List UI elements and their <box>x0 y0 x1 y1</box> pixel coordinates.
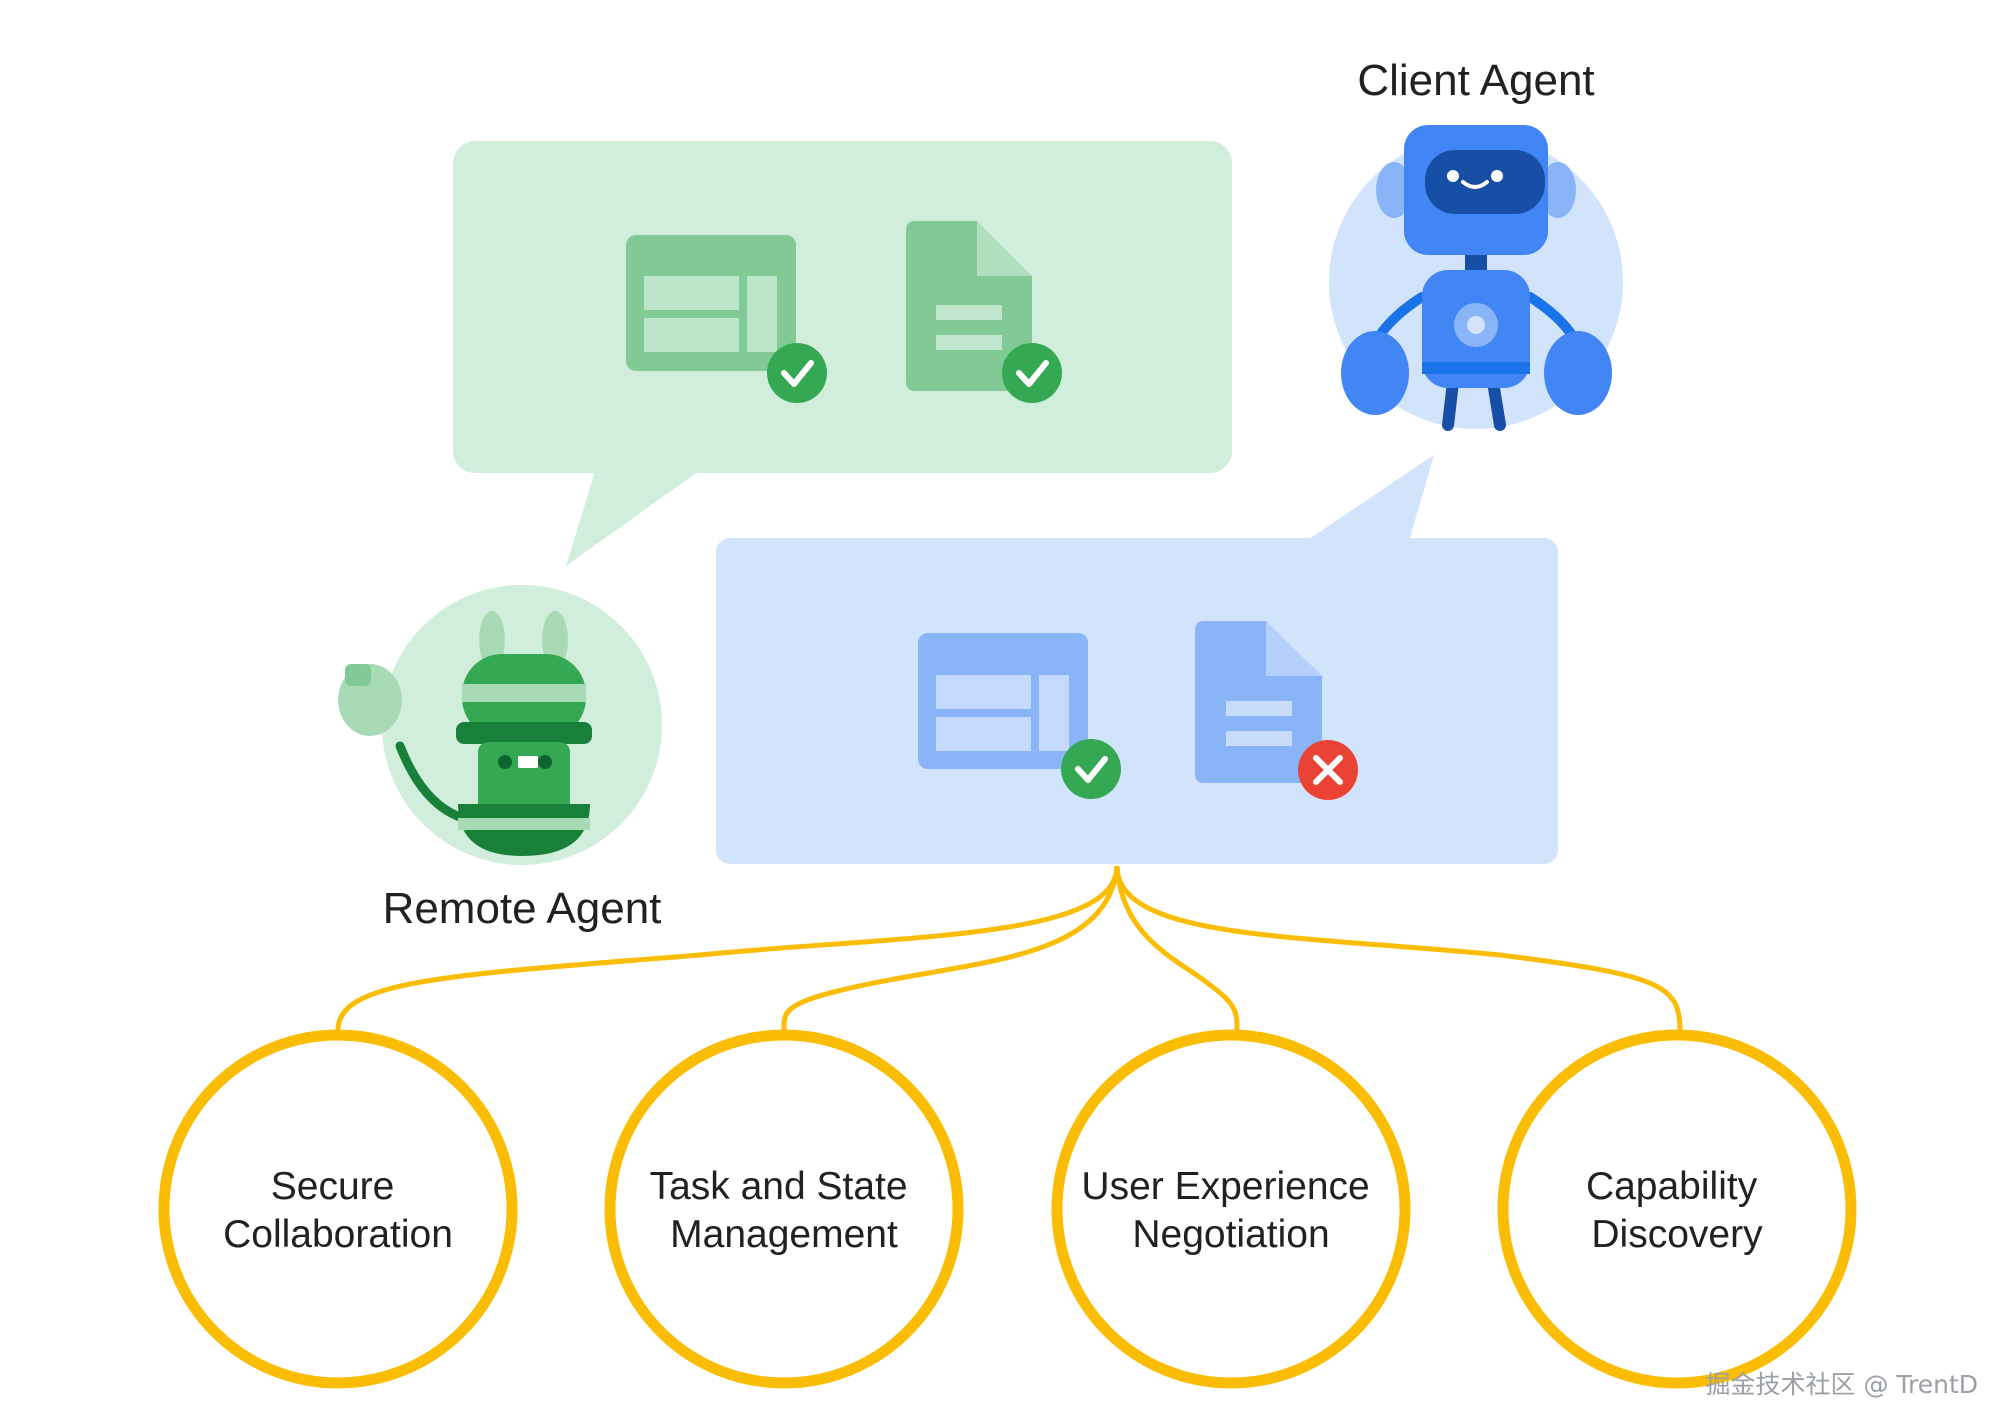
client-request-bubble <box>716 455 1558 864</box>
connector-lines <box>335 865 1683 1031</box>
connector-secure-collaboration <box>335 865 1120 1031</box>
watermark: 掘金技术社区 @ TrentD <box>1706 1370 1979 1399</box>
pillar-label: Task and State Management <box>650 1165 919 1256</box>
remote-response-bubble <box>453 141 1232 566</box>
connector-capability-discovery <box>1114 865 1683 1031</box>
pillar-label: Secure Collaboration <box>223 1165 453 1256</box>
pillar-label: User Experience Negotiation <box>1081 1165 1380 1256</box>
pillar-capability-discovery: Capability Discovery <box>1497 1029 1857 1389</box>
pillar-task-state-management: Task and State Management <box>604 1029 964 1389</box>
connector-task-state-management <box>781 865 1120 1031</box>
table-icon <box>918 633 1088 769</box>
checkmark-icon <box>1061 739 1121 799</box>
document-icon <box>906 221 1032 391</box>
checkmark-icon <box>1002 343 1062 403</box>
pillar-label: Capability Discovery <box>1586 1165 1768 1256</box>
pillar-secure-collaboration: Secure Collaboration <box>158 1029 518 1389</box>
checkmark-icon <box>767 343 827 403</box>
table-icon <box>626 235 796 371</box>
green-robot-icon <box>338 585 662 865</box>
blue-robot-icon <box>1329 125 1623 431</box>
error-x-icon <box>1298 740 1358 800</box>
client-agent-label: Client Agent <box>1357 56 1594 105</box>
pillar-user-experience-negotiation: User Experience Negotiation <box>1051 1029 1411 1389</box>
document-icon <box>1195 621 1322 783</box>
remote-agent-label: Remote Agent <box>383 884 662 933</box>
connector-user-experience-negotiation <box>1114 865 1240 1031</box>
